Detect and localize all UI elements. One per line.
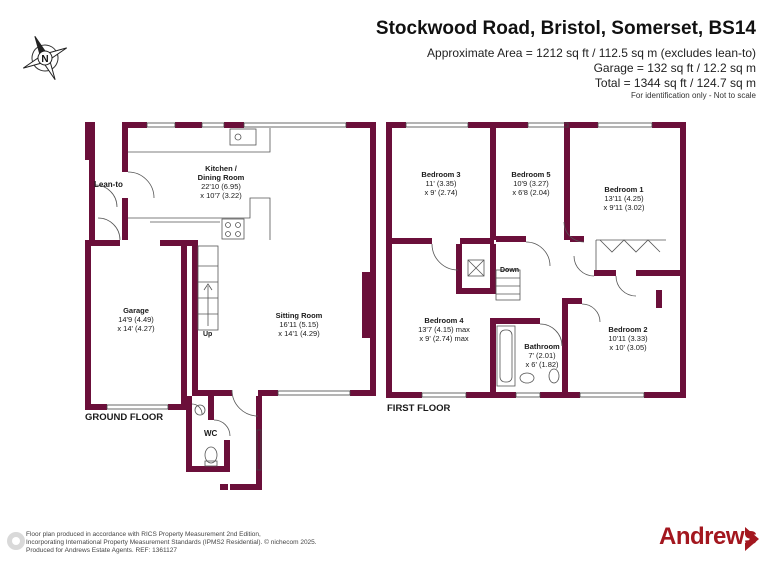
bed5-dim-2: x 6'8 (2.04) [512, 188, 550, 197]
bed4-dim-1: 13'7 (4.15) max [418, 325, 470, 334]
bed2-dim-1: 10'11 (3.33) [608, 334, 648, 343]
bed5-dim-1: 10'9 (3.27) [513, 179, 549, 188]
total-area-text: Total = 1344 sq ft / 124.7 sq m [594, 76, 756, 90]
stairs-up-label: Up [203, 331, 213, 338]
scale-note: For identification only - Not to scale [631, 91, 756, 100]
bed1-dim-1: 13'11 (4.25) [604, 194, 644, 203]
stairs-down-label: Down [500, 267, 520, 274]
wc-label: WC [204, 429, 218, 438]
footer-line-3: Produced for Andrews Estate Agents. REF:… [26, 547, 317, 555]
garage-dim-2: x 14' (4.27) [117, 324, 155, 333]
kitchen-dim-2: x 10'7 (3.22) [200, 191, 242, 200]
sitting-room: Sitting Room 16'11 (5.15) x 14'1 (4.29) [264, 311, 334, 338]
first-floor-fittings [431, 221, 666, 387]
bed4-name: Bedroom 4 [424, 316, 464, 325]
footer-line-2: Incorporating International Property Mea… [26, 539, 317, 547]
approx-area-text: Approximate Area = 1212 sq ft / 112.5 sq… [427, 46, 756, 60]
first-floor-label: FIRST FLOOR [387, 403, 451, 414]
bed2-name: Bedroom 2 [608, 325, 648, 334]
brand-name: Andrews [659, 523, 757, 550]
bath-dim-2: x 6' (1.82) [525, 360, 559, 369]
brand-chevron-icon [745, 527, 759, 551]
andrews-logo: Andrews [659, 523, 757, 551]
garage-name: Garage [123, 306, 149, 315]
sitting-dim-2: x 14'1 (4.29) [278, 329, 320, 338]
bed3-dim-2: x 9' (2.74) [424, 188, 458, 197]
kitchen-room: Kitchen / Dining Room 22'10 (6.95) x 10'… [186, 164, 256, 200]
footer-ref: REF: 1361127 [135, 547, 177, 554]
bath-name: Bathroom [524, 342, 560, 351]
bed5-name: Bedroom 5 [511, 170, 551, 179]
ground-floor-label: GROUND FLOOR [85, 412, 164, 423]
kitchen-name-2: Dining Room [197, 173, 245, 182]
first-floor-walls [386, 122, 686, 398]
property-title: Stockwood Road, Bristol, Somerset, BS14 [375, 18, 756, 39]
sitting-name: Sitting Room [275, 311, 323, 320]
footer-text: Floor plan produced in accordance with R… [26, 531, 317, 555]
rics-logo-icon [7, 532, 25, 550]
footer-copyright: © nichecom 2025. [264, 539, 317, 546]
sitting-dim-1: 16'11 (5.15) [279, 320, 319, 329]
bedroom-5-room: Bedroom 5 10'9 (3.27) x 6'8 (2.04) [498, 170, 564, 197]
leanto-label: Lean-to [94, 180, 123, 189]
ground-floor-windows [106, 122, 351, 471]
bath-dim-1: 7' (2.01) [528, 351, 556, 360]
garage-room: Garage 14'9 (4.49) x 14' (4.27) [106, 306, 166, 333]
bathroom-room: Bathroom 7' (2.01) x 6' (1.82) [517, 342, 567, 369]
bedroom-1-room: Bedroom 1 13'11 (4.25) x 9'11 (3.02) [584, 185, 664, 212]
bed4-dim-2: x 9' (2.74) max [419, 334, 469, 343]
wc-fittings [191, 403, 218, 467]
kitchen-dim-1: 22'10 (6.95) [201, 182, 241, 191]
bed1-dim-2: x 9'11 (3.02) [603, 203, 645, 212]
bed3-name: Bedroom 3 [421, 170, 461, 179]
footer-producer: Produced for Andrews Estate Agents. [26, 547, 134, 554]
footer-line-1: Floor plan produced in accordance with R… [26, 531, 261, 538]
garage-dim-1: 14'9 (4.49) [118, 315, 154, 324]
kitchen-fittings [94, 128, 271, 437]
ground-floor-walls [85, 122, 376, 490]
footer-line-2-text: Incorporating International Property Mea… [26, 539, 263, 546]
bed2-dim-2: x 10' (3.05) [609, 343, 647, 352]
bedroom-2-room: Bedroom 2 10'11 (3.33) x 10' (3.05) [588, 325, 668, 352]
bed3-dim-1: 11' (3.35) [425, 179, 457, 188]
ground-stairs [197, 245, 219, 331]
compass-label: N [41, 54, 48, 65]
garage-area-text: Garage = 132 sq ft / 12.2 sq m [593, 61, 756, 75]
first-floor-windows [405, 122, 653, 398]
kitchen-name: Kitchen / [205, 164, 237, 173]
bedroom-4-room: Bedroom 4 13'7 (4.15) max x 9' (2.74) ma… [404, 316, 484, 343]
bedroom-3-room: Bedroom 3 11' (3.35) x 9' (2.74) [408, 170, 474, 197]
bed1-name: Bedroom 1 [604, 185, 644, 194]
compass-icon [22, 35, 68, 81]
